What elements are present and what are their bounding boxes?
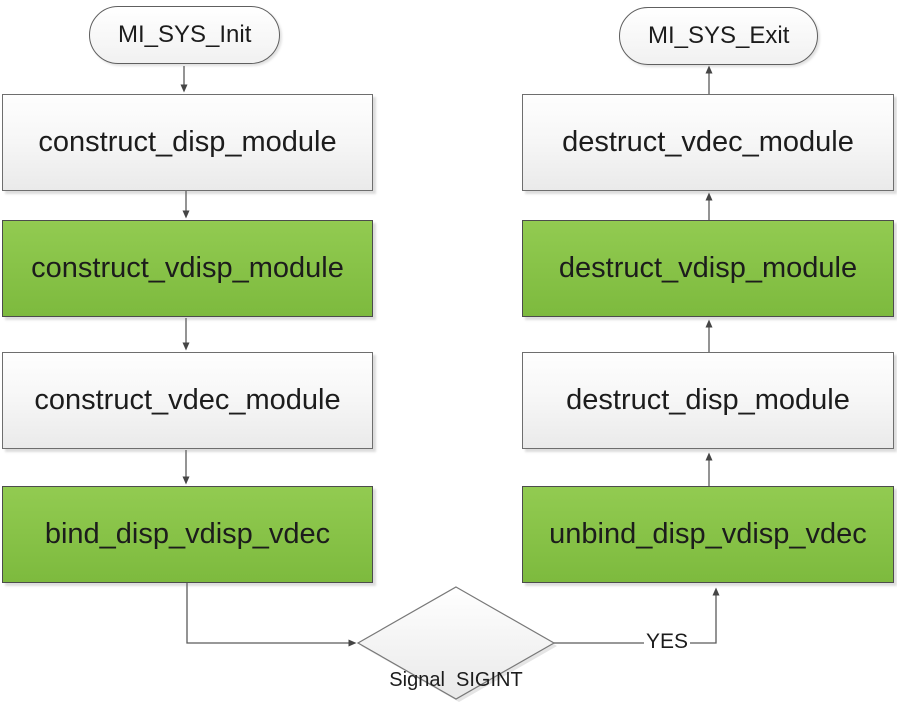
arrow-decision-yes-to-unbind <box>554 587 720 644</box>
yes-label: YES <box>644 630 691 654</box>
decision-label-line1: Signal SIGINT <box>389 669 523 691</box>
process-construct-vdisp-module: construct_vdisp_module <box>2 220 373 317</box>
decision-label: Signal SIGINT caught <box>366 613 546 702</box>
process-unbind-disp-vdisp-vdec: unbind_disp_vdisp_vdec <box>522 486 894 583</box>
process-destruct-vdisp-module: destruct_vdisp_module <box>522 220 894 317</box>
arrow-bind-to-decision <box>186 583 357 647</box>
start-terminator: MI_SYS_Init <box>89 6 281 64</box>
process-destruct-vdec-module: destruct_vdec_module <box>522 94 894 191</box>
end-terminator: MI_SYS_Exit <box>619 7 819 65</box>
process-destruct-disp-module: destruct_disp_module <box>522 352 894 449</box>
process-construct-vdec-module: construct_vdec_module <box>2 352 373 449</box>
process-bind-disp-vdisp-vdec: bind_disp_vdisp_vdec <box>2 486 373 583</box>
process-construct-disp-module: construct_disp_module <box>2 94 373 191</box>
